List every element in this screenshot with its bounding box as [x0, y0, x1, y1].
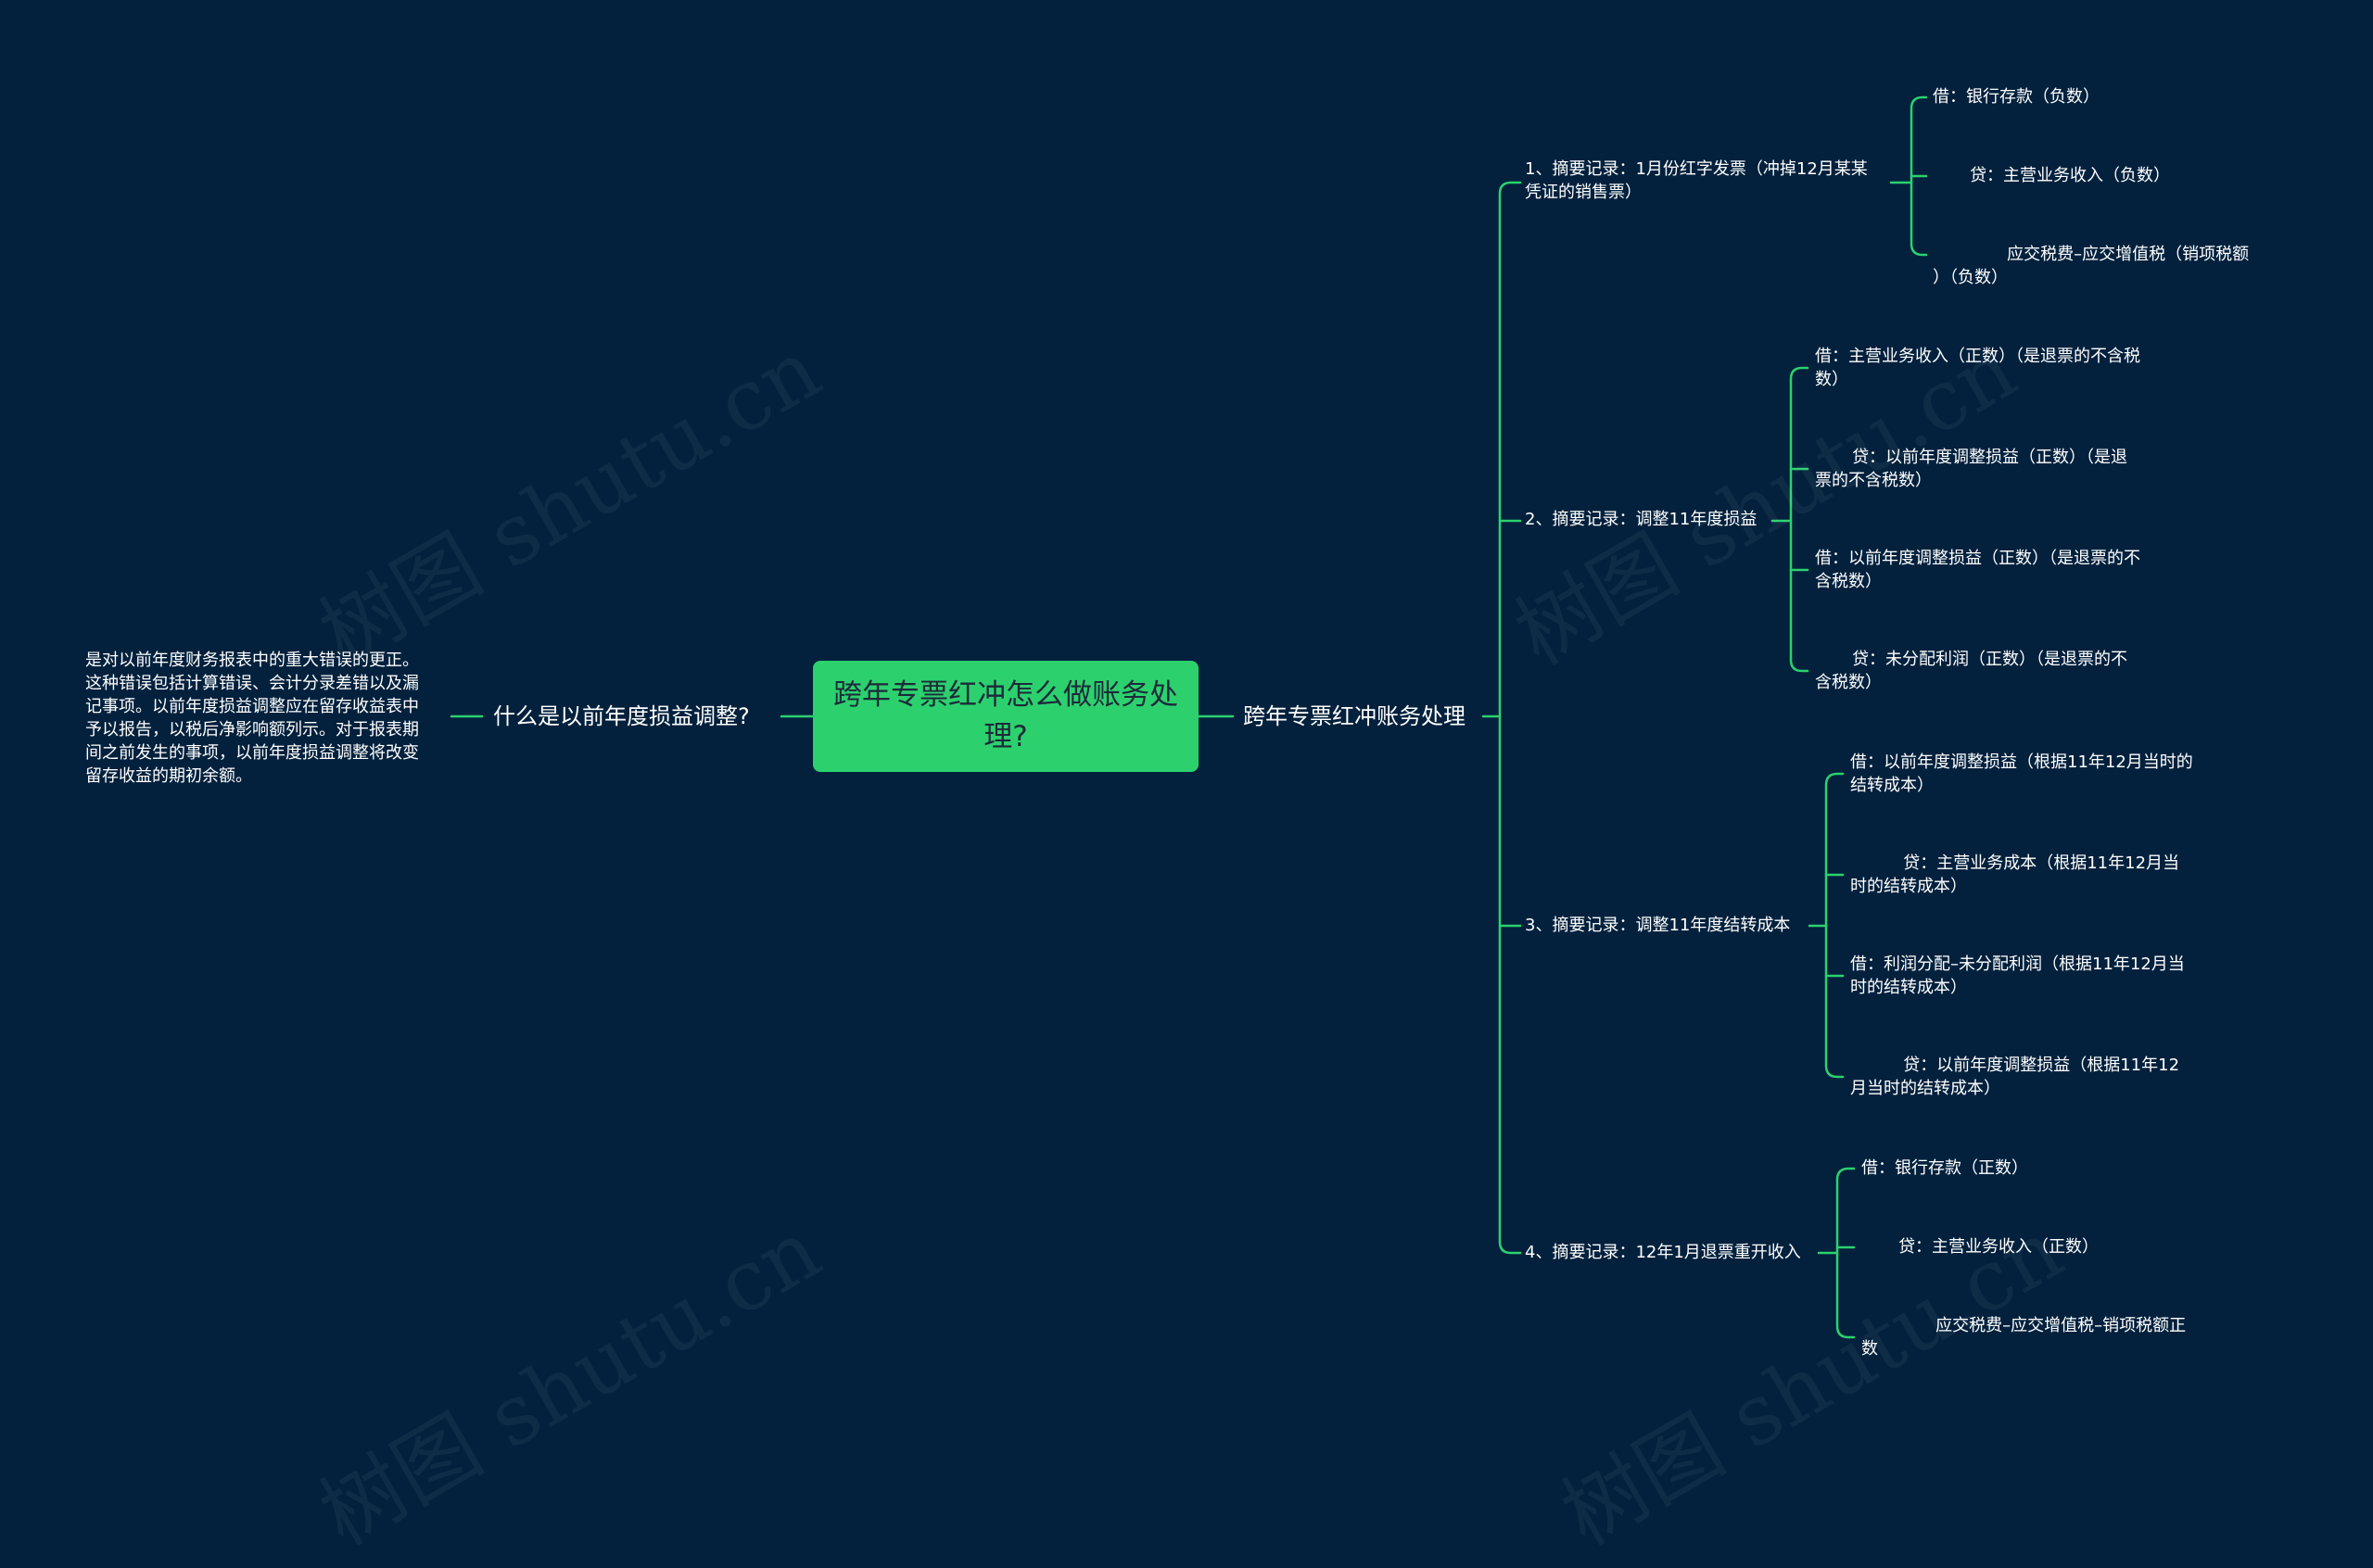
branch-2-item-3[interactable]: 借：以前年度调整损益（正数）（是退票的不 含税数）: [1815, 549, 2140, 591]
connector-lines: [450, 95, 1928, 1339]
branch-3-items-spine: [1824, 772, 1845, 1079]
right-branches-spine: [1498, 181, 1522, 1255]
branch-1-item-2[interactable]: 贷：主营业务收入（负数）: [1933, 166, 2171, 185]
branch-3-item-2[interactable]: 贷：主营业务成本（根据11年12月当 时的结转成本）: [1850, 854, 2180, 896]
branch-1-item-1[interactable]: 借：银行存款（负数）: [1933, 87, 2100, 107]
mind-map-canvas: 树图 shutu.cn 树图 shutu.cn 树图 shutu.cn 树图 s…: [85, 87, 2250, 1564]
branch-2-items-spine: [1789, 366, 1809, 673]
root-topic[interactable]: 跨年专票红冲怎么做账务处理?: [813, 661, 1199, 772]
branch-4-label[interactable]: 4、摘要记录：12年1月退票重开收入: [1525, 1243, 1801, 1262]
branch-3-label[interactable]: 3、摘要记录：调整11年度结转成本: [1525, 916, 1791, 935]
branch-1-label[interactable]: 1、摘要记录：1月份红字发票（冲掉12月某某 凭证的销售票）: [1525, 159, 1868, 202]
branch-1-item-3[interactable]: 应交税费–应交增值税（销项税额 ）（负数）: [1933, 245, 2250, 287]
left-topic-note[interactable]: 是对以前年度财务报表中的重大错误的更正。 这种错误包括计算错误、会计分录差错以及…: [85, 651, 419, 786]
branch-3-item-4[interactable]: 贷：以前年度调整损益（根据11年12 月当时的结转成本）: [1850, 1056, 2180, 1098]
branch-3-item-1[interactable]: 借：以前年度调整损益（根据11年12月当时的 结转成本）: [1850, 752, 2193, 795]
branch-2-label[interactable]: 2、摘要记录：调整11年度损益: [1525, 510, 1758, 529]
right-topic[interactable]: 跨年专票红冲账务处理: [1243, 703, 1466, 729]
branch-4-item-2[interactable]: 贷：主营业务收入（正数）: [1861, 1237, 2100, 1257]
branch-4-item-3[interactable]: 应交税费–应交增值税–销项税额正 数: [1861, 1316, 2187, 1359]
branch-4-item-1[interactable]: 借：银行存款（正数）: [1861, 1158, 2028, 1178]
branch-3-item-3[interactable]: 借：利润分配–未分配利润（根据11年12月当 时的结转成本）: [1850, 955, 2185, 997]
branch-2-item-4[interactable]: 贷：未分配利润（正数）（是退票的不 含税数）: [1815, 650, 2128, 692]
branch-4-items-spine: [1835, 1167, 1856, 1339]
branch-2-item-2[interactable]: 贷：以前年度调整损益（正数）（是退 票的不含税数）: [1815, 448, 2128, 490]
left-topic[interactable]: 什么是以前年度损益调整?: [493, 703, 750, 729]
branch-2-item-1[interactable]: 借：主营业务收入（正数）（是退票的不含税 数）: [1815, 347, 2140, 389]
